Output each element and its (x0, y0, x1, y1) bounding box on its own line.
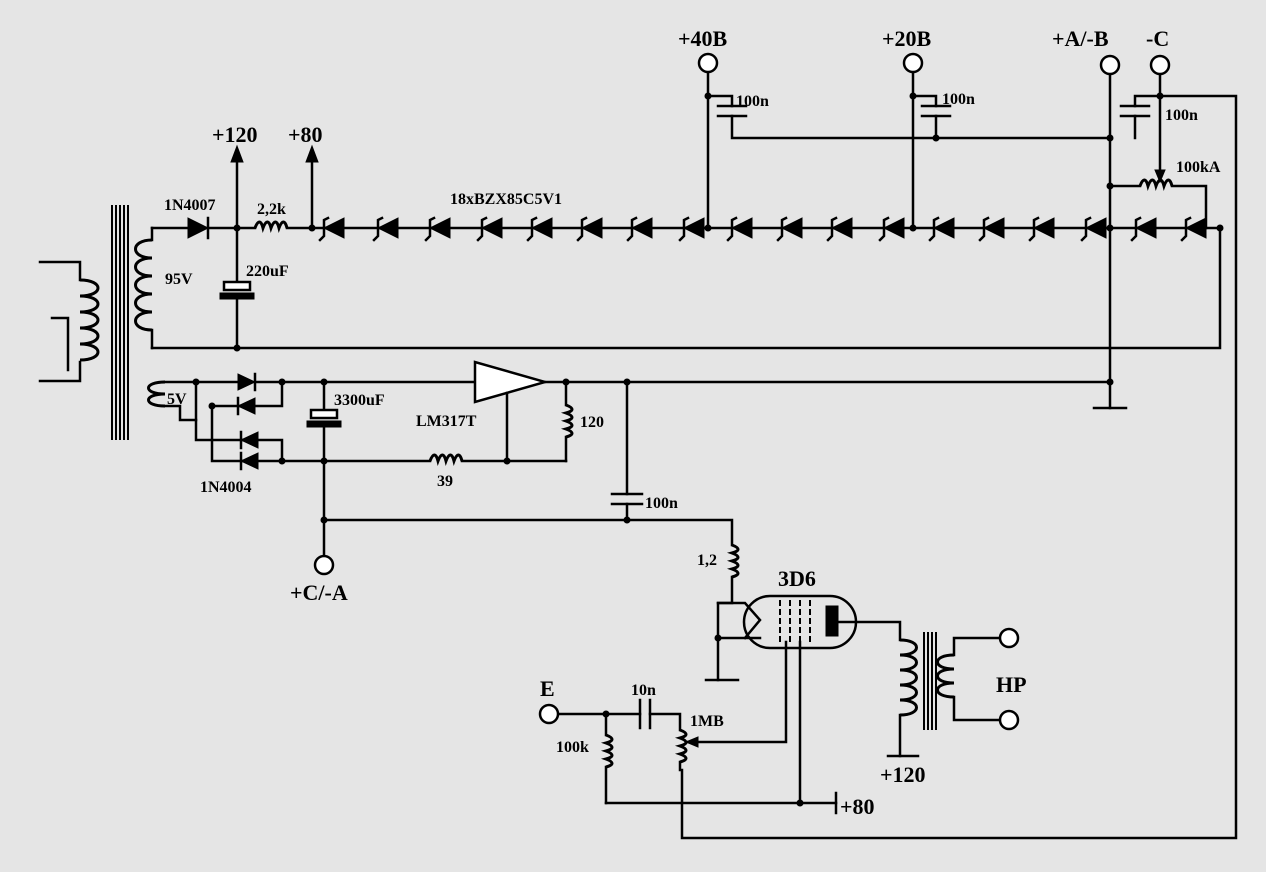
zener-diode-16 (1084, 217, 1107, 239)
label-plus-a-minus-b: +A/-B (1052, 26, 1109, 51)
label-100n-c: 100n (1165, 107, 1198, 124)
output-taps (680, 70, 1238, 840)
label-2k2: 2,2k (257, 201, 286, 218)
zener-diode-1 (322, 217, 345, 239)
zener-diode-12 (882, 217, 905, 239)
zener-diode-17 (1134, 217, 1157, 239)
label-plus-80-top: +80 (288, 122, 323, 147)
zener-bar-13 (928, 216, 940, 242)
label-plus-120-bottom: +120 (880, 762, 926, 787)
zener-bar-2 (372, 216, 384, 242)
zener-bar-7 (626, 216, 638, 242)
terminal-minus-c (1149, 54, 1171, 76)
zener-diode-15 (1032, 217, 1055, 239)
zener-bar-11 (826, 216, 838, 242)
zener-bar-15 (1028, 216, 1040, 242)
terminal-hp-top (998, 627, 1020, 649)
mains-transformer (38, 205, 166, 440)
zener-diode-4 (480, 217, 503, 239)
label-100ka: 100kA (1176, 159, 1221, 176)
zener-bar-18 (1180, 216, 1192, 242)
label-5v: 5V (167, 391, 187, 408)
label-100k: 100k (556, 739, 589, 756)
zener-diode-14 (982, 217, 1005, 239)
zener-diode-13 (932, 217, 955, 239)
label-220uf: 220uF (246, 263, 289, 280)
junctions (192, 92, 1224, 807)
label-100n-mid: 100n (645, 495, 678, 512)
zener-diode-18 (1184, 217, 1207, 239)
label-hp: HP (996, 672, 1027, 697)
label-100n-20: 100n (942, 91, 975, 108)
labels: +120 +80 +40B +20B +A/-B -C +C/-A E HP +… (164, 26, 1221, 819)
zener-bar-10 (776, 216, 788, 242)
label-plus-20: +20B (882, 26, 932, 51)
label-1-2: 1,2 (697, 552, 717, 569)
label-120-ohm: 120 (580, 414, 604, 431)
label-10n: 10n (631, 682, 656, 699)
zener-bar-12 (878, 216, 890, 242)
zener-diode-8 (682, 217, 705, 239)
hv-rectifier (150, 144, 1222, 350)
lv-supply (163, 360, 1112, 563)
label-lm317t: LM317T (416, 413, 477, 430)
terminal-plus-20 (902, 52, 924, 74)
zener-bar-6 (576, 216, 588, 242)
label-minus-c: -C (1146, 26, 1169, 51)
label-zeners: 18xBZX85C5V1 (450, 191, 562, 208)
zener-bar-14 (978, 216, 990, 242)
zener-diode-9 (730, 217, 753, 239)
label-3300uf: 3300uF (334, 392, 385, 409)
zener-bar-16 (1080, 216, 1092, 242)
terminal-plus-a-minus-b (1099, 54, 1121, 76)
terminal-plus-40 (697, 52, 719, 74)
zener-string (310, 216, 1222, 242)
label-1n4007: 1N4007 (164, 197, 216, 214)
label-plus-40: +40B (678, 26, 728, 51)
zener-diode-6 (580, 217, 603, 239)
zener-bar-9 (726, 216, 738, 242)
output-transformer (886, 632, 1002, 758)
terminals (313, 52, 1171, 731)
zener-bar-17 (1130, 216, 1142, 242)
terminal-e (538, 703, 560, 725)
tube-stage (604, 543, 902, 815)
terminal-plus-c-minus-a (313, 554, 335, 576)
label-plus-120-top: +120 (212, 122, 258, 147)
label-tube: 3D6 (778, 566, 816, 591)
zener-bar-4 (476, 216, 488, 242)
label-95v: 95V (165, 271, 193, 288)
label-100n-40: 100n (736, 93, 769, 110)
label-1mb: 1MB (690, 713, 724, 730)
zener-diode-10 (780, 217, 803, 239)
label-e: E (540, 676, 555, 701)
zener-bar-3 (424, 216, 436, 242)
label-1n4004: 1N4004 (200, 479, 252, 496)
label-plus-80-bottom: +80 (840, 794, 875, 819)
zener-diode-5 (530, 217, 553, 239)
zener-diode-2 (376, 217, 399, 239)
zener-diodes (318, 216, 1207, 242)
label-39-ohm: 39 (437, 473, 453, 490)
zener-bar-8 (678, 216, 690, 242)
zener-bar-1 (318, 216, 330, 242)
zener-bar-5 (526, 216, 538, 242)
terminal-hp-bottom (998, 709, 1020, 731)
zener-diode-11 (830, 217, 853, 239)
zener-diode-3 (428, 217, 451, 239)
label-plus-c-minus-a: +C/-A (290, 580, 348, 605)
zener-diode-7 (630, 217, 653, 239)
